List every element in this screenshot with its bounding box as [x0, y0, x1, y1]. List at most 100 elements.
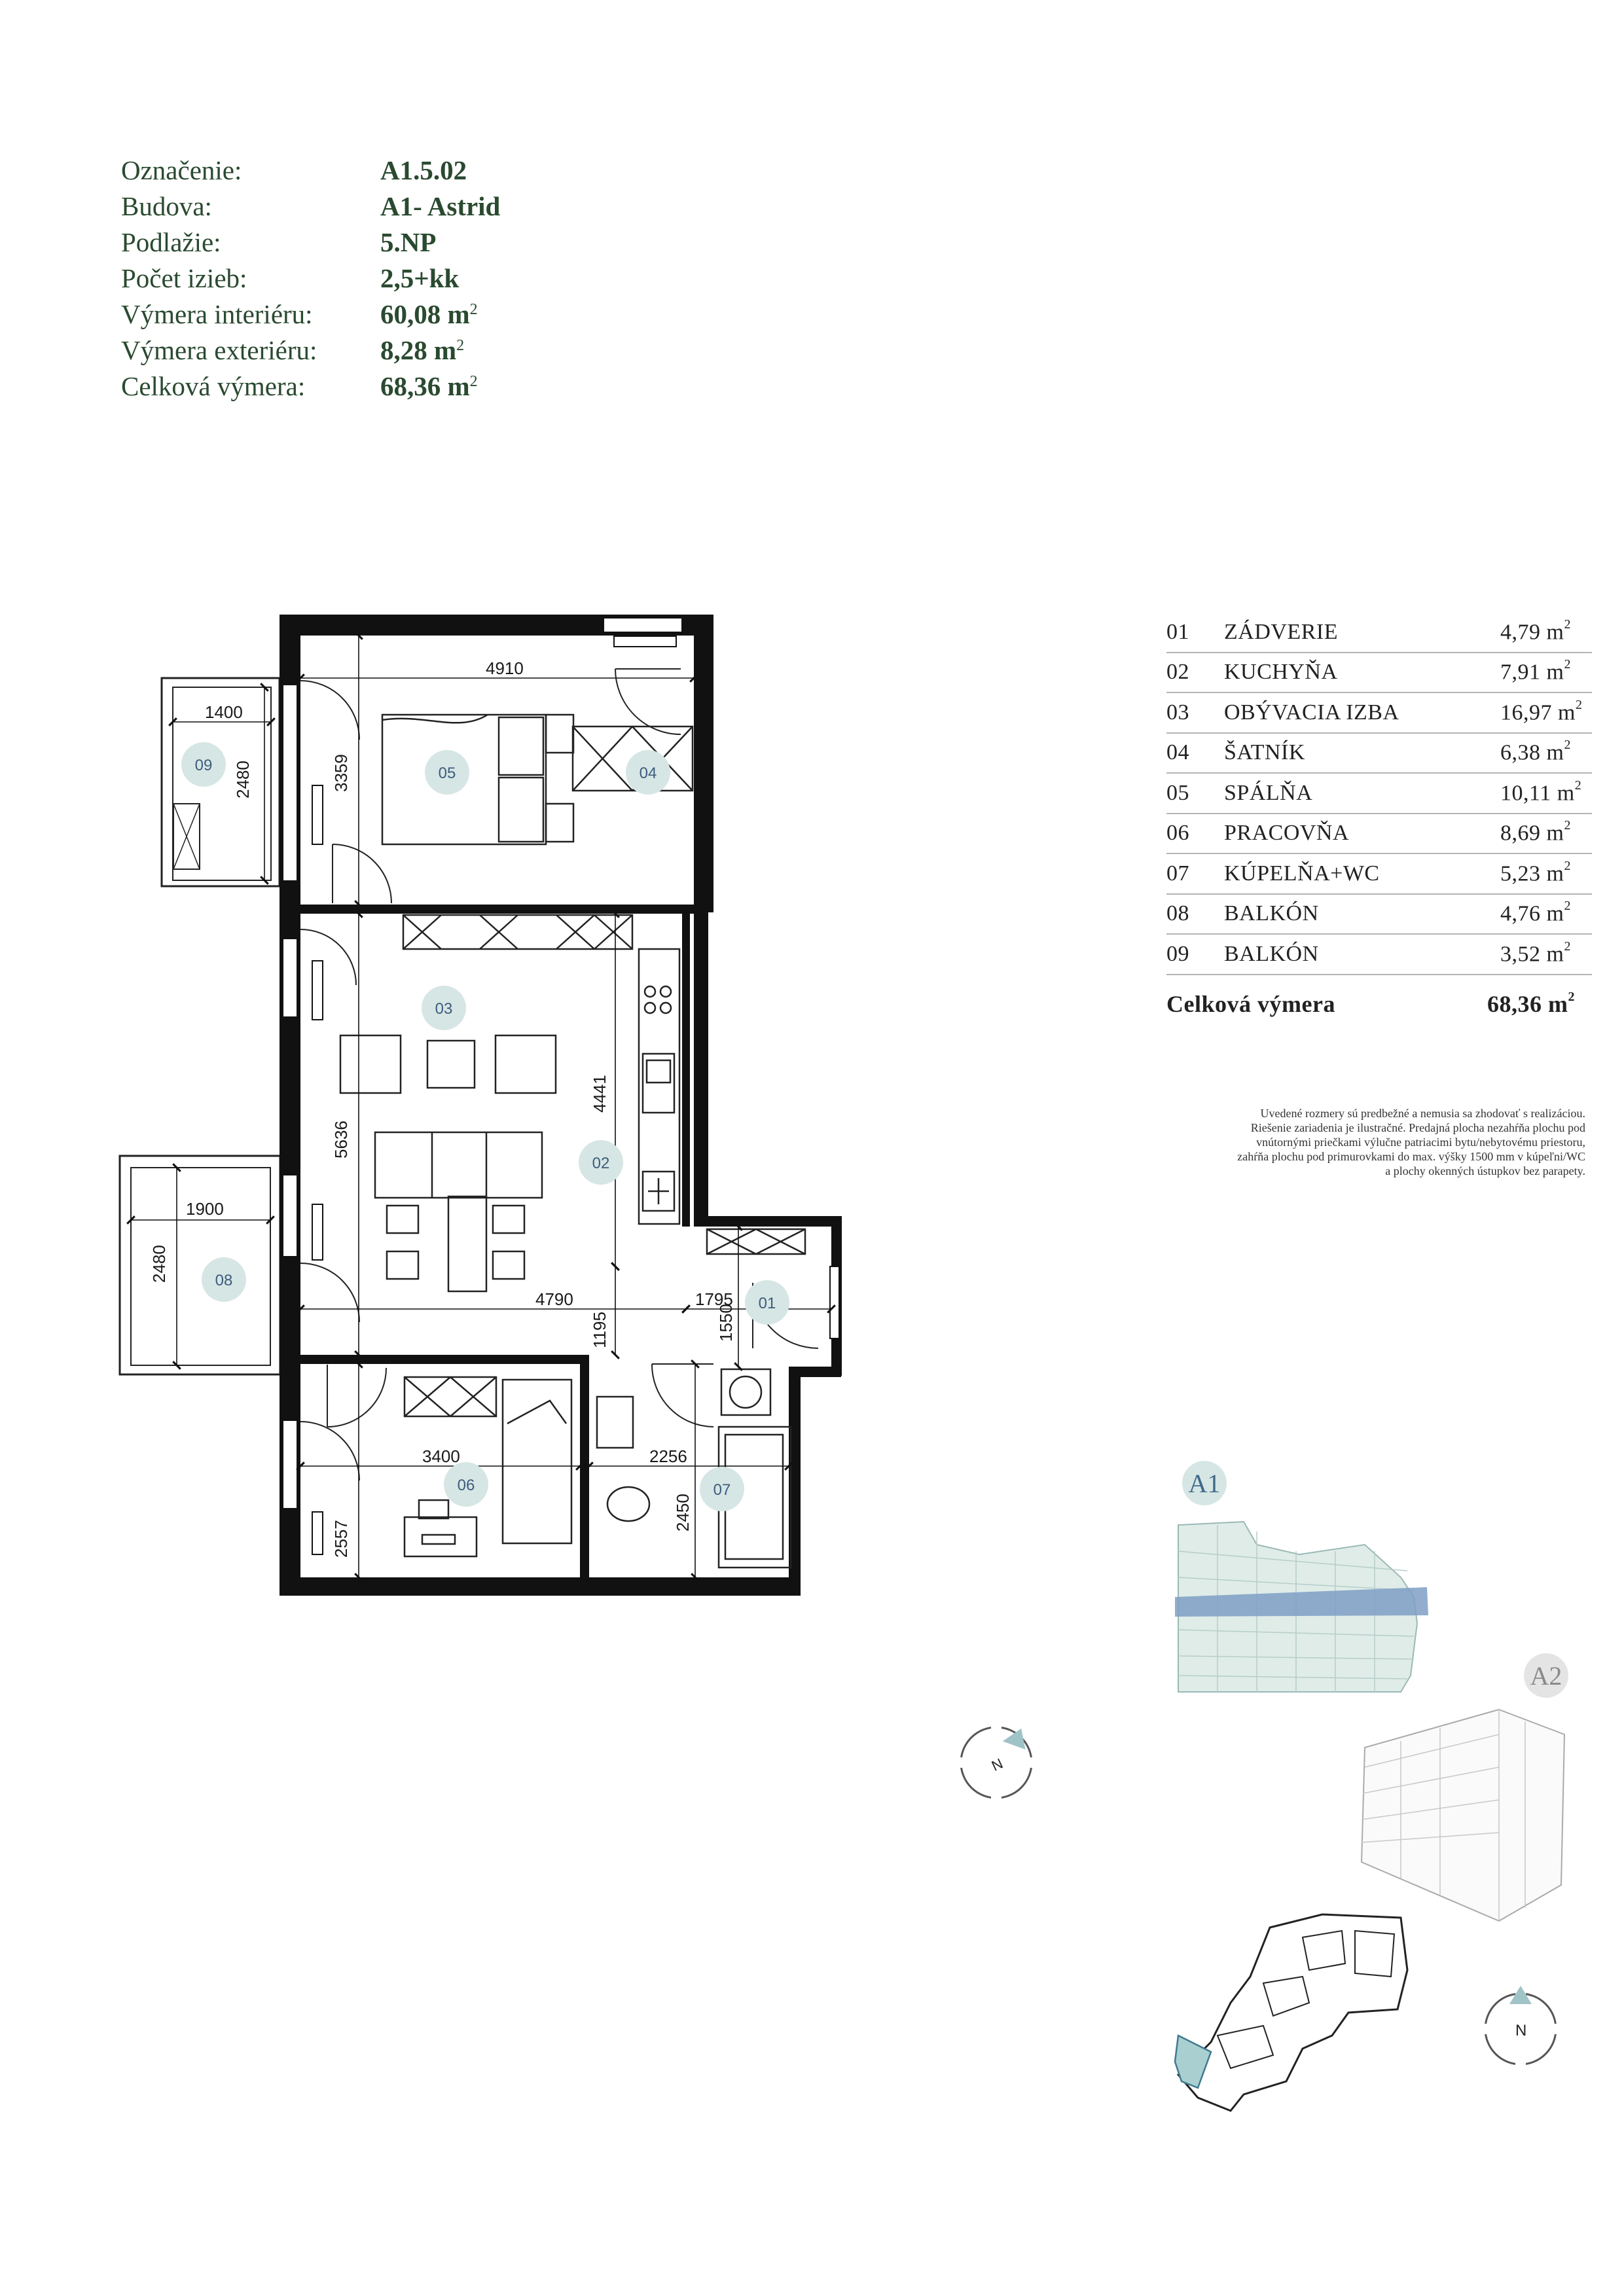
dim-1195: 1195	[590, 1312, 609, 1348]
room-area-value: 5,23 m	[1500, 861, 1564, 886]
info-row: Budova: A1- Astrid	[121, 188, 500, 224]
room-area-sup: 2	[1575, 697, 1583, 712]
room-area-value: 16,97 m	[1500, 700, 1576, 725]
dim-1550: 1550	[716, 1304, 736, 1342]
disclaimer-note: Uvedené rozmery sú predbežné a nemusia s…	[1159, 1106, 1585, 1178]
balcony-09	[160, 677, 281, 888]
building-a2-label: A2	[1530, 1661, 1562, 1691]
room-label-01: 01	[759, 1295, 776, 1312]
dim-3400: 3400	[422, 1446, 460, 1466]
furniture	[339, 713, 806, 1569]
dim-4790: 4790	[535, 1289, 573, 1309]
dim-4441: 4441	[590, 1075, 609, 1113]
room-number: 09	[1166, 941, 1189, 966]
compass-rose-site: N	[1480, 1986, 1561, 2070]
info-value: A1- Astrid	[380, 190, 501, 221]
dim-2450: 2450	[673, 1494, 693, 1532]
total-area-label: Celková výmera	[1166, 990, 1335, 1017]
note-line: Uvedené rozmery sú predbežné a nemusia s…	[1260, 1107, 1585, 1120]
info-value: A1.5.02	[380, 154, 467, 185]
room-area: 8,69 m2	[1500, 818, 1592, 846]
room-area: 6,38 m2	[1500, 738, 1592, 765]
room-area-sup: 2	[1564, 939, 1571, 954]
room-label-02: 02	[592, 1155, 610, 1172]
info-value: 5.NP	[380, 226, 437, 257]
room-number: 01	[1166, 619, 1189, 644]
total-area-row: Celková výmera 68,36 m2	[1166, 975, 1592, 1033]
note-line: vnútornými priečkami výlučne patriacimi …	[1256, 1136, 1585, 1149]
room-name: PRACOVŇA	[1224, 821, 1350, 846]
room-area-value: 4,76 m	[1500, 901, 1564, 926]
compass-rose-main: N	[956, 1721, 1037, 1804]
dim-1795: 1795	[695, 1289, 733, 1309]
room-area-sup: 2	[1564, 657, 1571, 672]
info-label: Označenie:	[121, 154, 242, 185]
info-unit-sup: 2	[469, 373, 478, 390]
balcony-08	[118, 1155, 281, 1376]
note-line: zahŕňa plochu pod primurovkami do max. v…	[1237, 1150, 1585, 1163]
room-area: 4,79 m2	[1500, 617, 1592, 645]
info-label: Počet izieb:	[121, 262, 247, 293]
room-label-07: 07	[713, 1481, 731, 1499]
north-label-site: N	[1515, 2022, 1526, 2039]
room-number: 02	[1166, 660, 1189, 685]
info-unit-sup: 2	[456, 337, 465, 354]
dim-2480-a: 2480	[233, 761, 253, 798]
building-a1-sketch: A1	[1175, 1461, 1428, 1693]
room-area: 4,76 m2	[1500, 899, 1592, 926]
windows	[282, 617, 840, 1509]
building-a1-label: A1	[1189, 1469, 1221, 1498]
info-value: 60,08 m	[380, 298, 470, 329]
building-a2-sketch: A2	[1360, 1653, 1568, 1922]
room-area-value: 6,38 m	[1500, 740, 1564, 765]
total-area-cell: 68,36 m2	[1487, 990, 1592, 1018]
room-markers	[181, 742, 789, 1511]
site-plan	[1174, 1913, 1409, 2112]
note-line: Riešenie zariadenia je ilustračné. Preda…	[1250, 1121, 1585, 1134]
room-label-08: 08	[215, 1272, 233, 1289]
info-label: Budova:	[121, 190, 212, 221]
info-label: Podlažie:	[121, 226, 221, 257]
dim-4910: 4910	[486, 658, 524, 678]
info-label: Výmera exteriéru:	[121, 334, 317, 365]
dimension-labels: 4910 1400 2480 3359 4441 5636 1900 2480 …	[149, 658, 736, 1558]
room-label-03: 03	[435, 1000, 453, 1018]
dim-2256: 2256	[649, 1446, 687, 1466]
room-area-sup: 2	[1564, 858, 1571, 873]
room-name: OBÝVACIA IZBA	[1224, 700, 1399, 725]
room-area-sup: 2	[1564, 617, 1571, 632]
room-row: 05 SPÁLŇA 10,11 m2	[1166, 774, 1592, 814]
room-number: 05	[1166, 780, 1189, 805]
room-area-sup: 2	[1574, 778, 1582, 793]
room-label-04: 04	[640, 764, 657, 782]
total-area-value: 68,36 m	[1487, 990, 1568, 1017]
room-area-value: 4,79 m	[1500, 619, 1564, 644]
room-area: 10,11 m2	[1500, 778, 1592, 806]
info-value: 68,36 m	[380, 370, 470, 401]
info-label: Výmera interiéru:	[121, 298, 313, 329]
radiators	[312, 636, 677, 1555]
room-area-sup: 2	[1564, 899, 1571, 914]
room-name: KUCHYŇA	[1224, 660, 1338, 685]
exterior-walls	[280, 615, 842, 1596]
dim-2557: 2557	[331, 1520, 351, 1558]
note-line: a plochy okenných ústupkov bez parapety.	[1385, 1164, 1585, 1177]
info-label: Celková výmera:	[121, 370, 306, 401]
room-area-value: 3,52 m	[1500, 941, 1564, 966]
room-name: SPÁLŇA	[1224, 780, 1313, 805]
dim-1900: 1900	[186, 1199, 224, 1219]
room-name: KÚPELŇA+WC	[1224, 861, 1380, 886]
dim-2480-b: 2480	[149, 1245, 169, 1283]
room-number: 04	[1166, 740, 1189, 765]
room-label-05: 05	[439, 764, 456, 782]
room-name: ZÁDVERIE	[1224, 619, 1338, 644]
